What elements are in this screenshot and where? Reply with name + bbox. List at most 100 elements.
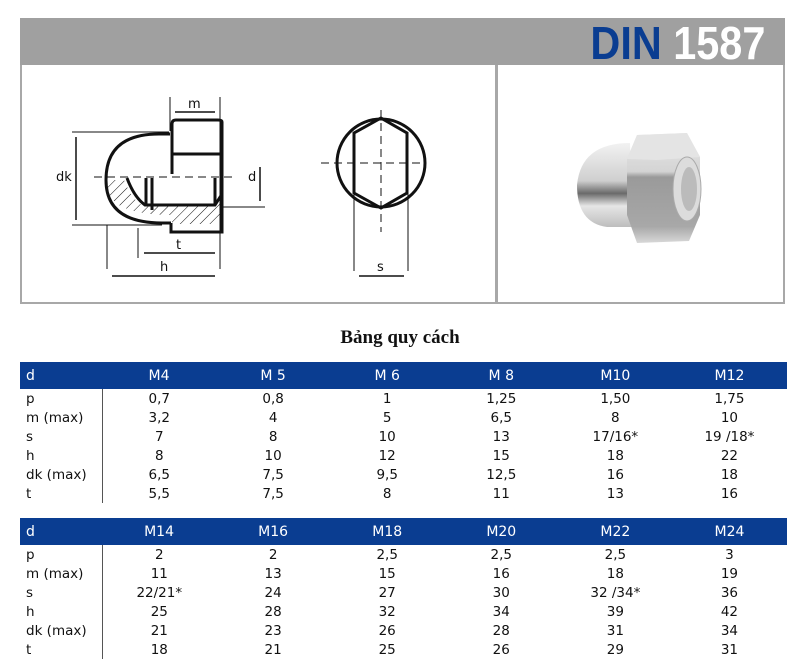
cap-nut-drawing: m dk d t h s xyxy=(56,97,427,277)
cell: 26 xyxy=(378,622,396,639)
cell: 17/16* xyxy=(592,428,639,445)
page-title: DIN 1587 xyxy=(590,16,765,70)
cell: 13 xyxy=(492,428,510,445)
cell: 10 xyxy=(720,409,739,426)
header-cell: d xyxy=(20,362,102,389)
row-label: t xyxy=(20,640,103,659)
table-header-row: d M4 M 5 M 6 M 8 M10 M12 xyxy=(20,362,787,389)
cell: 32 /34* xyxy=(590,584,641,601)
title-number: 1587 xyxy=(672,17,765,69)
cell: 7,5 xyxy=(262,466,284,483)
table-row: m (max) 11 13 15 16 18 19 xyxy=(20,564,787,583)
cell: 9,5 xyxy=(376,466,398,483)
cell: 1,75 xyxy=(714,390,745,407)
cell: 8 xyxy=(611,409,620,426)
cell: 1 xyxy=(382,390,392,407)
cell: 16 xyxy=(606,466,624,483)
side-view xyxy=(72,97,265,277)
cell: 22 xyxy=(720,447,739,464)
header-cell: M18 xyxy=(330,518,445,545)
table-header-row: d M14 M16 M18 M20 M22 M24 xyxy=(20,518,787,545)
cell: 8 xyxy=(382,485,392,502)
table-row: t 5,5 7,5 8 11 13 16 xyxy=(20,484,787,503)
row-label: h xyxy=(20,446,103,465)
cell: 5,5 xyxy=(148,485,171,502)
cell: 29 xyxy=(606,641,624,658)
cap-nut-photo xyxy=(577,133,702,243)
cell: 5 xyxy=(382,409,392,426)
title-prefix: DIN xyxy=(590,17,662,69)
cell: 25 xyxy=(150,603,168,620)
header-cell: M4 xyxy=(102,362,217,389)
cell: 25 xyxy=(378,641,396,658)
cell: 19 /18* xyxy=(704,428,755,445)
cell: 1,50 xyxy=(600,390,631,407)
table-row: p 0,7 0,8 1 1,25 1,50 1,75 xyxy=(20,389,787,408)
row-label: t xyxy=(20,484,103,503)
header-cell: M12 xyxy=(672,362,787,389)
cell: 27 xyxy=(378,584,396,601)
cell: 13 xyxy=(606,485,624,502)
cell: 3,2 xyxy=(148,409,171,426)
cell: 39 xyxy=(606,603,624,620)
row-label: h xyxy=(20,602,103,621)
spec-table-2: d M14 M16 M18 M20 M22 M24 p 2 2 2,5 2,5 … xyxy=(20,518,787,659)
row-label: p xyxy=(20,545,103,564)
table-row: h 8 10 12 15 18 22 xyxy=(20,446,787,465)
title-bar: DIN 1587 xyxy=(20,17,785,69)
table-row: t 18 21 25 26 29 31 xyxy=(20,640,787,659)
cell: 0,7 xyxy=(148,390,171,407)
cell: 11 xyxy=(492,485,510,502)
table-row: s 7 8 10 13 17/16* 19 /18* xyxy=(20,427,787,446)
cell: 8 xyxy=(268,428,278,445)
cell: 11 xyxy=(150,565,168,582)
cell: 6,5 xyxy=(490,409,513,426)
header-cell: d xyxy=(20,518,102,545)
table-row: dk (max) 21 23 26 28 31 34 xyxy=(20,621,787,640)
cell: 16 xyxy=(492,565,510,582)
dim-label-dk: dk xyxy=(56,170,72,185)
header-cell: M 6 xyxy=(330,362,445,389)
cell: 36 xyxy=(720,584,739,601)
cell: 26 xyxy=(492,641,510,658)
cell: 22/21* xyxy=(136,584,183,601)
row-label: m (max) xyxy=(20,564,103,583)
cell: 32 xyxy=(378,603,396,620)
cell: 16 xyxy=(720,485,739,502)
table-row: s 22/21* 24 27 30 32 /34* 36 xyxy=(20,583,787,602)
cell: 23 xyxy=(264,622,282,639)
cell: 18 xyxy=(150,641,168,658)
technical-drawing-panel: m dk d t h s xyxy=(20,65,497,304)
cell: 15 xyxy=(492,447,510,464)
header-cell: M10 xyxy=(558,362,673,389)
cell: 42 xyxy=(720,603,739,620)
header-cell: M24 xyxy=(672,518,787,545)
cell: 7 xyxy=(154,428,164,445)
row-label: s xyxy=(20,583,103,602)
cell: 19 xyxy=(720,565,739,582)
cell: 2,5 xyxy=(376,546,398,563)
cell: 4 xyxy=(268,409,278,426)
product-photo-panel xyxy=(496,65,785,304)
header-cell: M20 xyxy=(444,518,559,545)
dim-label-m: m xyxy=(188,97,201,112)
cell: 2 xyxy=(154,546,164,563)
cell: 6,5 xyxy=(148,466,171,483)
cell: 12 xyxy=(378,447,396,464)
spec-table-1: d M4 M 5 M 6 M 8 M10 M12 p 0,7 0,8 1 1,2… xyxy=(20,362,787,503)
table-row: p 2 2 2,5 2,5 2,5 3 xyxy=(20,545,787,564)
cell: 28 xyxy=(492,622,510,639)
cell: 28 xyxy=(264,603,282,620)
cell: 13 xyxy=(264,565,282,582)
header-cell: M22 xyxy=(558,518,673,545)
cell: 18 xyxy=(606,447,624,464)
header-cell: M 5 xyxy=(216,362,331,389)
cell: 18 xyxy=(720,466,739,483)
dim-label-s: s xyxy=(377,260,384,275)
specification-table-caption: Bảng quy cách xyxy=(340,327,460,348)
dim-label-t: t xyxy=(176,238,181,253)
cell: 2,5 xyxy=(490,546,513,563)
cell: 0,8 xyxy=(262,390,284,407)
cell: 1,25 xyxy=(486,390,517,407)
row-label: dk (max) xyxy=(20,621,103,640)
